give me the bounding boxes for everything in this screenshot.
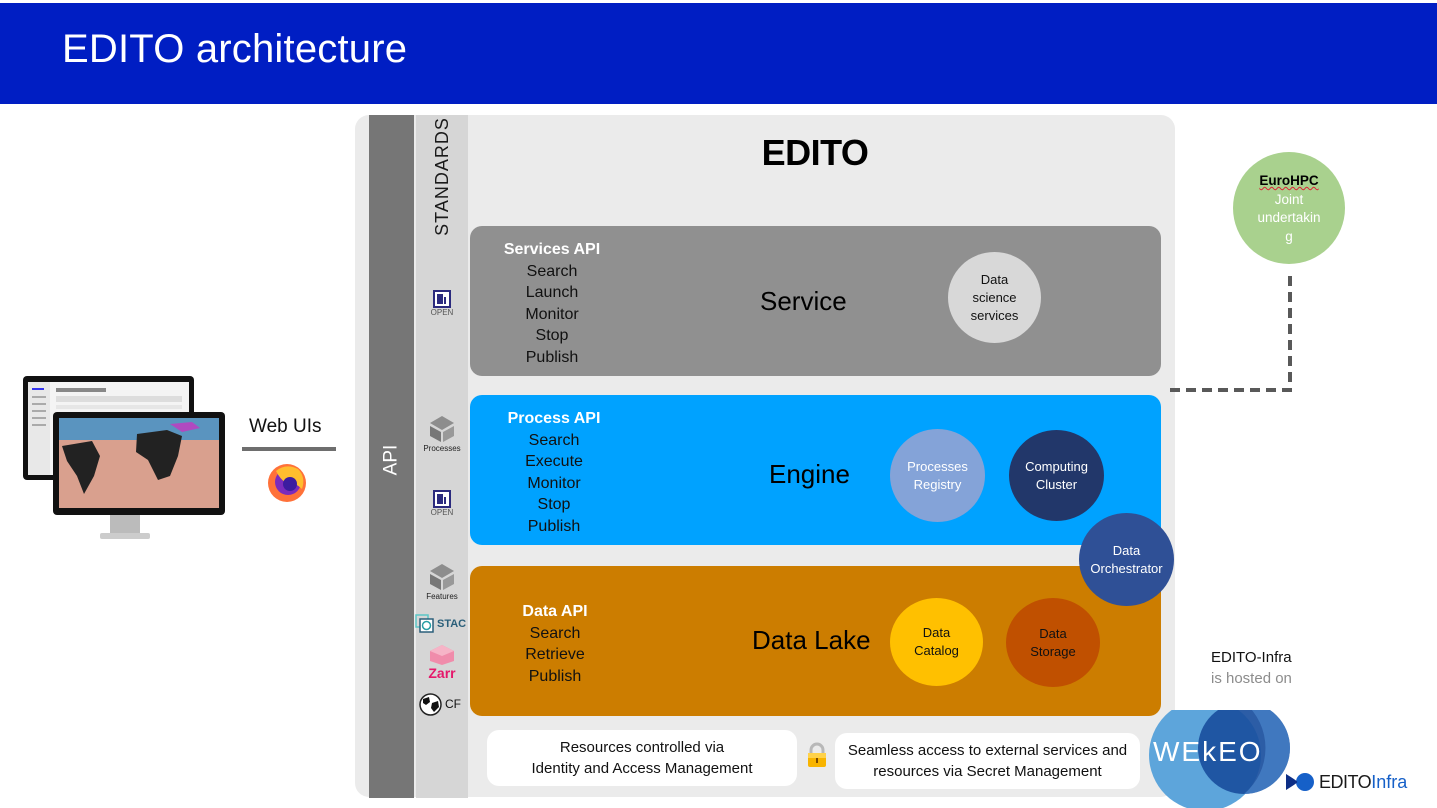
edito-infra-icon — [1286, 773, 1314, 791]
oci-logo-engine: OPEN — [416, 490, 468, 526]
lock-icon — [806, 742, 828, 768]
services-api-item: Stop — [535, 327, 569, 345]
service-layer-name: Service — [760, 286, 847, 316]
header-bar: EDITO architecture — [0, 3, 1437, 104]
secret-management-box: Seamless access to external services and… — [835, 733, 1140, 789]
ogc-icon — [430, 416, 454, 442]
globe-icon — [419, 692, 442, 716]
data-api-list: Data API Search Retrieve Publish — [485, 601, 625, 687]
data-api-title: Data API — [522, 603, 588, 620]
services-api-item: Search — [526, 262, 578, 280]
web-uis-connector — [242, 447, 336, 451]
process-api-list: Process API Search Execute Monitor Stop … — [484, 408, 624, 538]
ogc-features-logo: Features — [416, 562, 468, 608]
oci-icon — [433, 290, 451, 308]
services-api-title: Services API — [503, 241, 601, 258]
oci-logo-service: OPEN — [416, 290, 468, 326]
data-api-item: Publish — [528, 667, 582, 685]
hosted-label-line2: is hosted on — [1211, 670, 1292, 687]
services-api-item: Monitor — [525, 305, 579, 323]
data-api-item: Retrieve — [525, 646, 585, 664]
monitors-illustration — [22, 376, 227, 544]
data-api-item: Search — [529, 624, 581, 642]
edito-title: EDITO — [761, 132, 869, 173]
process-api-item: Search — [528, 431, 580, 449]
oci-icon — [433, 490, 451, 508]
api-label: API — [380, 444, 402, 476]
services-api-item: Publish — [525, 348, 579, 366]
process-api-item: Execute — [525, 453, 583, 471]
services-api-item: Launch — [525, 284, 579, 302]
process-api-item: Monitor — [527, 474, 581, 492]
stac-icon — [415, 614, 434, 633]
eurohpc-circle: EuroHPC Joint undertakin g — [1233, 152, 1345, 264]
stac-logo: STAC — [415, 613, 467, 635]
standards-label: STANDARDS — [431, 116, 452, 236]
standards-bar — [416, 115, 468, 798]
hosted-label-line1: EDITO-Infra — [1211, 649, 1292, 666]
ogc-processes-logo: Processes — [416, 414, 468, 460]
zarr-icon — [430, 645, 454, 665]
process-api-item: Publish — [527, 517, 581, 535]
cf-logo: CF — [419, 692, 469, 716]
zarr-logo: Zarr — [416, 644, 468, 686]
firefox-icon[interactable] — [266, 461, 308, 503]
eurohpc-connector — [1170, 276, 1292, 392]
data-lake-layer-name: Data Lake — [752, 625, 871, 655]
services-api-list: Services API Search Launch Monitor Stop … — [482, 239, 622, 369]
web-uis-label: Web UIs — [249, 416, 322, 437]
service-layer — [470, 226, 1161, 376]
ogc-icon — [430, 564, 454, 590]
process-api-item: Stop — [537, 496, 571, 514]
api-bar — [369, 115, 414, 798]
engine-layer-name: Engine — [769, 459, 850, 489]
process-api-title: Process API — [507, 410, 601, 427]
wekeo-logo[interactable]: WEkEO — [1147, 699, 1297, 808]
wekeo-text: WEkEO — [1153, 736, 1263, 767]
page-title: EDITO architecture — [62, 27, 408, 71]
